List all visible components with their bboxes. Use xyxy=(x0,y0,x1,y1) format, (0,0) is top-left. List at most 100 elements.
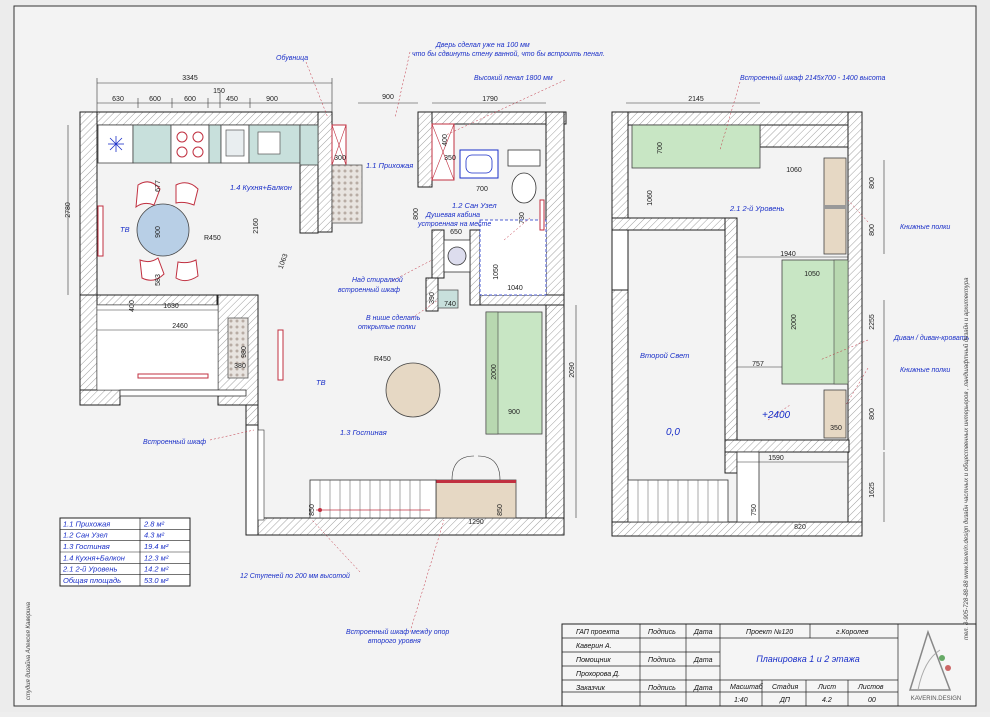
dim-2160: 2160 xyxy=(253,218,260,234)
dim-900-door: 900 xyxy=(382,94,394,101)
label-wardrobe-between-2: второго уровня xyxy=(368,638,421,645)
dim-seg4: 150 xyxy=(213,88,225,95)
label-tv-kitchen: ТВ xyxy=(120,225,130,234)
stamp-v-sheets: 00 xyxy=(868,697,876,704)
bathroom-furniture xyxy=(431,123,547,309)
dim-800-shelf-b: 800 xyxy=(869,224,876,236)
area-row-name: 1.4 Кухня+Балкон xyxy=(63,553,125,562)
area-row-value: 12.3 м² xyxy=(144,553,169,562)
living-furniture xyxy=(277,311,543,519)
label-door-note-1: Дверь сделал уже на 100 мм xyxy=(435,41,530,49)
dim-1060-top: 1060 xyxy=(786,167,802,174)
area-row-name: 2.1 2-й Уровень xyxy=(62,565,118,574)
dim-900-sofa: 900 xyxy=(508,409,520,416)
kaverin-logo: KAVERIN.DESIGN xyxy=(908,629,962,702)
stamp-project: Проект №120 xyxy=(746,629,793,636)
stamp-h-stage: Стадия xyxy=(772,683,798,691)
dim-650: 650 xyxy=(450,229,462,236)
dim-700: 700 xyxy=(476,186,488,193)
kitchen-furniture xyxy=(97,124,319,282)
dim-850-left: 850 xyxy=(309,504,316,516)
label-level2: 2.1 2-й Уровень xyxy=(729,204,785,213)
area-row-name: Общая площадь xyxy=(63,576,121,585)
side-text-left: студия дизайна Алексея Каверина xyxy=(25,601,32,700)
dim-820: 820 xyxy=(794,524,806,531)
label-tall-pencil: Высокий пенал 1800 мм xyxy=(474,74,553,82)
title-block: ГАП проекта Каверин А. Помощник Прохоров… xyxy=(561,623,977,707)
dim-seg1: 630 xyxy=(112,96,124,103)
dim-730: 730 xyxy=(519,212,526,224)
area-row-name: 1.2 Сан Узел xyxy=(63,531,108,540)
label-level2-wardrobe: Встроенный шкаф 2145х700 - 1400 высота xyxy=(740,74,886,82)
floor2-furniture xyxy=(627,124,849,523)
dim-1625: 1625 xyxy=(869,482,876,498)
label-washer-2: встроенный шкаф xyxy=(338,286,400,294)
label-wardrobe-between-1: Встроенный шкаф между опор xyxy=(346,628,449,636)
stamp-v-scale: 1:40 xyxy=(734,697,748,704)
dim-2000-sofa2: 2000 xyxy=(791,314,798,330)
label-kitchen: 1.4 Кухня+Балкон xyxy=(230,183,292,192)
entry-furniture xyxy=(331,124,363,224)
dim-400-balcony: 400 xyxy=(129,300,136,312)
stamp-pomoshnik: Помощник xyxy=(576,657,611,664)
label-washer-1: Над стиралкой xyxy=(352,276,403,284)
label-gostinaya: 1.3 Гостиная xyxy=(340,428,387,437)
stamp-h-scale: Масштаб xyxy=(730,683,764,691)
area-row-value: 19.4 м² xyxy=(144,542,169,551)
dim-350: 350 xyxy=(444,155,456,162)
label-bookshelves-2: Книжные полки xyxy=(900,367,950,374)
dim-1060-side: 1060 xyxy=(647,190,654,206)
dim-800-shelf-c: 800 xyxy=(869,408,876,420)
label-builtin-wardrobe: Встроенный шкаф xyxy=(143,438,206,446)
label-level-zero: 0,0 xyxy=(666,427,680,438)
dim-350-l2: 350 xyxy=(830,425,842,432)
balcony-furniture xyxy=(96,304,265,521)
label-tv-living: ТВ xyxy=(316,378,326,387)
area-row-name: 1.1 Прихожая xyxy=(63,519,110,528)
label-shower-1: Душевая кабина xyxy=(425,211,480,219)
dim-seg3: 600 xyxy=(184,96,196,103)
dim-400-pencil: 400 xyxy=(442,134,449,146)
dim-700-l2: 700 xyxy=(657,142,664,154)
logo-text: KAVERIN.DESIGN xyxy=(911,696,962,702)
dim-740: 740 xyxy=(444,301,456,308)
stamp-h-sheets: Листов xyxy=(857,684,884,691)
area-row-value: 2.8 м² xyxy=(143,519,165,528)
dim-583: 583 xyxy=(155,274,162,286)
dim-900-table: 900 xyxy=(155,226,162,238)
dim-300: 300 xyxy=(334,155,346,162)
label-sofa: Диван / диван-кровать xyxy=(893,334,970,342)
label-niche-1: В нише сделать xyxy=(366,314,421,322)
area-row-value: 53.0 м² xyxy=(144,576,169,585)
dim-seg5: 450 xyxy=(226,96,238,103)
stamp-prohorova: Прохорова Д. xyxy=(576,671,620,678)
dim-1063: 1063 xyxy=(278,253,290,270)
label-second-light: Второй Свет xyxy=(640,351,689,360)
dim-1940: 1940 xyxy=(780,251,796,258)
stairs-floor1 xyxy=(309,479,437,519)
dim-left-height: 2780 xyxy=(65,202,72,218)
dim-850-right: 850 xyxy=(497,504,504,516)
dim-1790: 1790 xyxy=(482,96,498,103)
dimension-labels: 3345 630 600 600 150 450 900 2780 677 90… xyxy=(65,75,876,531)
dim-r450-table: R450 xyxy=(204,235,221,242)
label-obuvnitsa: Обувница xyxy=(276,54,308,62)
dim-1050: 1050 xyxy=(493,264,500,280)
area-row-value: 14.2 м² xyxy=(144,565,169,574)
dim-2000-sofa: 2000 xyxy=(491,364,498,380)
label-level-2400: +2400 xyxy=(762,410,791,421)
dim-1290: 1290 xyxy=(468,519,484,526)
dim-r450-round: R450 xyxy=(374,356,391,363)
stamp-data-3: Дата xyxy=(693,685,713,692)
area-row-value: 4.3 м² xyxy=(144,531,165,540)
dim-1050-sofa2: 1050 xyxy=(804,271,820,278)
dim-total-width: 3345 xyxy=(182,75,198,82)
label-niche-2: открытые полки xyxy=(358,324,416,331)
dim-2145: 2145 xyxy=(688,96,704,103)
dim-2090: 2090 xyxy=(569,362,576,378)
side-text-right: тел. 8-905-728-88-88 www.kaverin.design … xyxy=(963,277,970,640)
stamp-title: Планировка 1 и 2 этажа xyxy=(756,654,860,664)
